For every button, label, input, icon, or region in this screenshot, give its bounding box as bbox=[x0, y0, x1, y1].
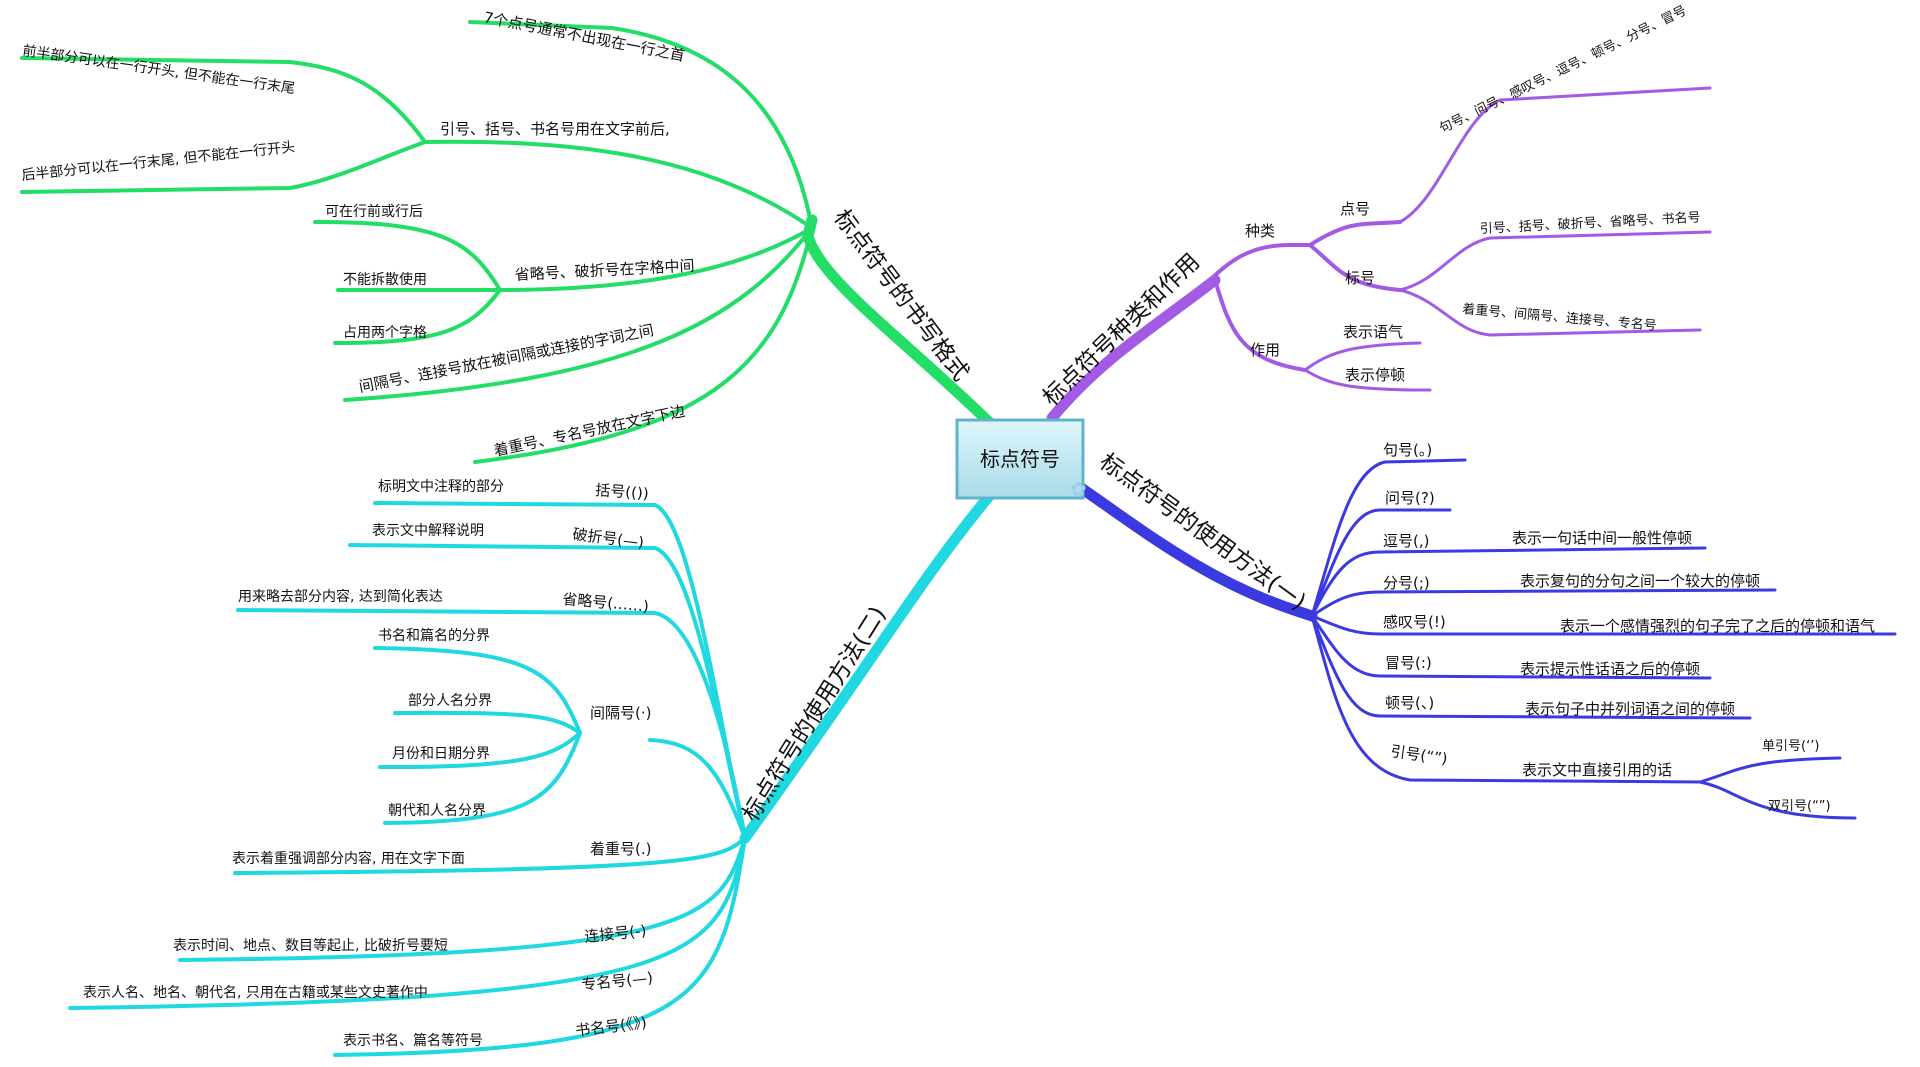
usage2-item-1: 标明文中注释的部分 bbox=[378, 479, 504, 495]
types-item-8: 表示停顿 bbox=[1345, 366, 1405, 384]
usage1-item-4: 分号(;) bbox=[1383, 574, 1430, 592]
usage1-item-13: 表示文中直接引用的话 bbox=[1522, 761, 1672, 779]
writing-item-9: 着重号、专名号放在文字下边 bbox=[492, 402, 686, 460]
usage1-item-3: 表示一句话中间一般性停顿 bbox=[1512, 529, 1692, 547]
types-item-2: 句号、问号、感叹号、逗号、顿号、分号、冒号 bbox=[1437, 3, 1689, 137]
writing-item-5: 可在行前或行后 bbox=[325, 203, 423, 220]
writing-item-6: 不能拆散使用 bbox=[343, 271, 427, 288]
usage1-item-1: 问号(?) bbox=[1385, 489, 1435, 507]
branch-types bbox=[1046, 86, 1712, 424]
branch-label-types: 标点符号种类和作用 bbox=[1038, 249, 1205, 411]
types-item-1: 点号 bbox=[1340, 200, 1370, 218]
types-item-3: 标号 bbox=[1345, 269, 1375, 287]
writing-item-2: 前半部分可以在一行开头, 但不能在一行末尾 bbox=[21, 42, 296, 97]
usage2-item-8: 部分人名分界 bbox=[408, 693, 492, 709]
branch-label-usage2: 标点符号的使用方法(二) bbox=[738, 602, 891, 826]
usage1-item-10: 顿号(、) bbox=[1385, 694, 1434, 712]
usage1-item-5: 表示复句的分句之间一个较大的停顿 bbox=[1520, 572, 1760, 590]
usage1-item-11: 表示句子中并列词语之间的停顿 bbox=[1525, 700, 1735, 718]
usage2-item-17: 书名号(《》) bbox=[574, 1013, 647, 1040]
usage2-item-12: 表示着重强调部分内容, 用在文字下面 bbox=[232, 850, 465, 867]
types-item-5: 着重号、间隔号、连接号、专名号 bbox=[1462, 301, 1658, 334]
usage2-item-7: 书名和篇名的分界 bbox=[378, 628, 490, 644]
writing-item-3: 后半部分可以在一行末尾, 但不能在一行开头 bbox=[21, 139, 296, 184]
usage1-item-9: 表示提示性话语之后的停顿 bbox=[1520, 660, 1700, 678]
usage2-item-16: 表示人名、地名、朝代名, 只用在古籍或某些文史著作中 bbox=[83, 984, 428, 1001]
usage2-item-11: 着重号(.) bbox=[590, 840, 651, 858]
usage2-item-9: 月份和日期分界 bbox=[392, 746, 490, 762]
usage2-item-15: 专名号(—) bbox=[581, 969, 654, 994]
types-item-6: 作用 bbox=[1250, 341, 1280, 359]
branch-usage2 bbox=[68, 489, 996, 1057]
usage1-item-6: 感叹号(!) bbox=[1383, 613, 1446, 631]
usage1-item-8: 冒号(:) bbox=[1385, 654, 1432, 672]
usage2-item-18: 表示书名、篇名等符号 bbox=[343, 1032, 483, 1049]
usage2-item-0: 括号(()) bbox=[595, 481, 650, 503]
usage2-item-10: 朝代和人名分界 bbox=[388, 803, 486, 819]
usage1-item-2: 逗号(,) bbox=[1383, 532, 1429, 550]
branch-label-usage1: 标点符号的使用方法(一) bbox=[1094, 449, 1310, 616]
center-node[interactable]: 标点符号 ✿ bbox=[955, 418, 1087, 501]
writing-item-4: 省略号、破折号在字格中间 bbox=[514, 257, 695, 284]
types-item-0: 种类 bbox=[1245, 222, 1275, 240]
writing-item-1: 引号、括号、书名号用在文字前后, bbox=[440, 120, 670, 138]
flower-icon: ✿ bbox=[1070, 477, 1087, 501]
center-label: 标点符号 bbox=[980, 447, 1060, 471]
usage2-item-5: 用来略去部分内容, 达到简化表达 bbox=[238, 588, 443, 605]
usage2-item-13: 连接号(-) bbox=[584, 922, 648, 946]
usage1-item-14: 单引号(‘’) bbox=[1762, 739, 1819, 754]
writing-item-7: 占用两个字格 bbox=[343, 325, 427, 341]
usage1-item-15: 双引号(“”) bbox=[1768, 799, 1831, 814]
types-item-7: 表示语气 bbox=[1343, 323, 1403, 341]
usage1-item-12: 引号(“”) bbox=[1389, 742, 1448, 768]
usage2-item-6: 间隔号(·) bbox=[590, 704, 651, 722]
usage2-item-3: 表示文中解释说明 bbox=[372, 523, 484, 539]
branch-writing bbox=[20, 20, 998, 464]
usage1-item-0: 句号(。) bbox=[1383, 441, 1432, 459]
usage1-item-7: 表示一个感情强烈的句子完了之后的停顿和语气 bbox=[1560, 617, 1875, 635]
branch-usage1 bbox=[1056, 458, 1897, 820]
usage2-item-14: 表示时间、地点、数目等起止, 比破折号要短 bbox=[173, 937, 448, 954]
